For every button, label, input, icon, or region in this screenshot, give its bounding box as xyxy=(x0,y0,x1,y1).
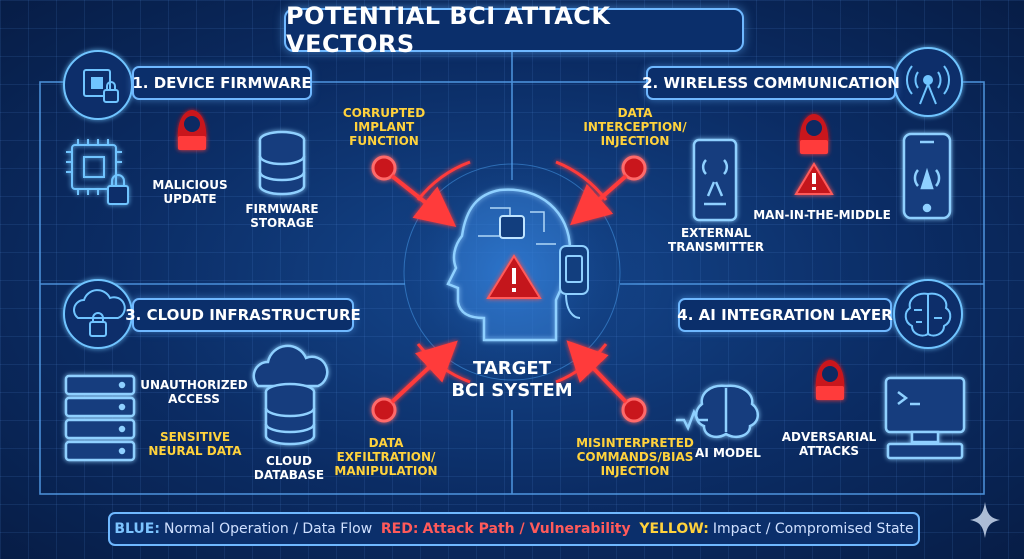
label-adversarial-attacks: ADVERSARIAL ATTACKS xyxy=(774,430,884,458)
section-label-ai: 4. AI INTEGRATION LAYER xyxy=(678,298,892,332)
label-malicious-update: MALICIOUS UPDATE xyxy=(140,178,240,206)
cloud-lock-icon xyxy=(64,280,132,348)
section-label-cloud: 3. CLOUD INFRASTRUCTURE xyxy=(132,298,354,332)
label-misinterpreted-commands: MISINTERPRETED COMMANDS/BIAS INJECTION xyxy=(570,436,700,478)
antenna-icon xyxy=(894,48,962,116)
cloud-database-icon xyxy=(254,346,327,444)
legend-key-blue: BLUE: xyxy=(114,521,160,537)
label-sensitive-neural-data: SENSITIVE NEURAL DATA xyxy=(140,430,250,458)
impact-node xyxy=(373,399,395,421)
hacker-icon xyxy=(178,110,207,150)
legend-item-yellow: YELLOW:Impact / Compromised State xyxy=(639,521,913,537)
legend-text-yellow: Impact / Compromised State xyxy=(713,521,914,537)
phone-icon xyxy=(904,134,950,218)
label-unauthorized-access: UNAUTHORIZED ACCESS xyxy=(136,378,252,406)
impact-node xyxy=(373,157,395,179)
label-cloud-database: CLOUD DATABASE xyxy=(252,454,326,482)
sparkle-icon xyxy=(968,500,1002,540)
legend-key-red: RED: xyxy=(381,521,419,537)
legend-item-blue: BLUE:Normal Operation / Data Flow xyxy=(114,521,372,537)
legend-key-yellow: YELLOW: xyxy=(639,521,709,537)
database-icon xyxy=(260,132,304,194)
computer-icon xyxy=(886,378,964,458)
label-data-interception: DATA INTERCEPTION/ INJECTION xyxy=(580,106,690,148)
impact-node xyxy=(623,157,645,179)
chip-lock-icon xyxy=(66,139,128,204)
label-corrupted-implant: CORRUPTED IMPLANT FUNCTION xyxy=(334,106,434,148)
label-data-exfiltration: DATA EXFILTRATION/ MANIPULATION xyxy=(330,436,442,478)
target-bci-system-label: TARGET BCI SYSTEM xyxy=(432,358,592,402)
legend-item-red: RED:Attack Path / Vulnerability xyxy=(381,521,631,537)
transmitter-icon xyxy=(694,140,736,220)
brain-icon xyxy=(894,280,962,348)
legend-text-blue: Normal Operation / Data Flow xyxy=(164,521,372,537)
legend-text-red: Attack Path / Vulnerability xyxy=(422,521,630,537)
legend: BLUE:Normal Operation / Data Flow RED:At… xyxy=(108,512,920,546)
server-icon xyxy=(66,376,134,460)
section-label-firmware: 1. DEVICE FIRMWARE xyxy=(132,66,312,100)
label-man-in-the-middle: MAN-IN-THE-MIDDLE xyxy=(752,208,892,222)
impact-node xyxy=(623,399,645,421)
hacker-icon xyxy=(816,360,845,400)
section-label-wireless: 2. WIRELESS COMMUNICATION xyxy=(646,66,896,100)
page-title: POTENTIAL BCI ATTACK VECTORS xyxy=(284,8,744,52)
label-firmware-storage: FIRMWARE STORAGE xyxy=(236,202,328,230)
label-external-transmitter: EXTERNAL TRANSMITTER xyxy=(656,226,776,254)
implant-chip-icon xyxy=(500,216,524,238)
chip-lock-icon xyxy=(64,51,132,119)
hacker-icon xyxy=(800,114,829,154)
label-ai-model: AI MODEL xyxy=(690,446,766,460)
